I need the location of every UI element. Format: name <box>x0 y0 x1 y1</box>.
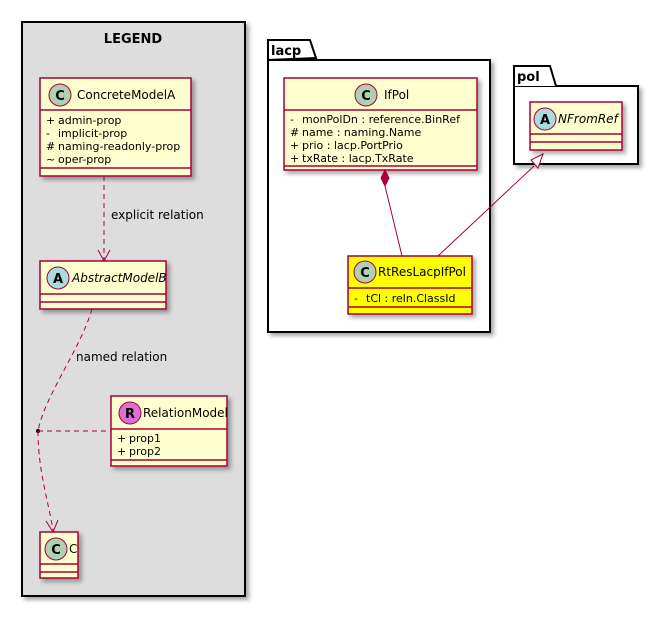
stereotype-letter: C <box>360 266 370 281</box>
stereotype-letter: R <box>125 407 135 422</box>
relation-generalization <box>437 152 544 257</box>
abstract-stereotype-icon <box>46 266 70 290</box>
visibility-icon: - <box>46 127 50 140</box>
class-ifpol: C IfPol - monPolDn : reference.BinRef # … <box>283 77 478 171</box>
class-stereotype-icon <box>44 537 68 561</box>
class-relation-model: R RelationModel + prop1 + prop2 <box>110 395 228 467</box>
package-pol-name: pol <box>517 70 540 85</box>
class-stereotype-icon <box>48 83 72 107</box>
class-prop: tCl : reln.ClassId <box>366 292 456 305</box>
relation-label-explicit: explicit relation <box>111 208 204 222</box>
class-prop: name : naming.Name <box>302 126 422 139</box>
abstract-stereotype-icon <box>533 107 557 131</box>
relation-stereotype-icon <box>118 401 142 425</box>
class-prop: txRate : lacp.TxRate <box>302 152 414 165</box>
class-stereotype-icon <box>353 260 377 284</box>
class-name: NFromRef <box>558 112 620 126</box>
class-abstract-model-b: A AbstractModelB <box>39 260 167 310</box>
stereotype-letter: A <box>540 113 550 128</box>
class-nfromref: A NFromRef <box>529 101 623 151</box>
visibility-icon: + <box>290 139 299 152</box>
class-prop: oper-prop <box>58 153 111 166</box>
class-name: IfPol <box>384 88 409 102</box>
visibility-icon: ~ <box>46 153 55 166</box>
class-prop: admin-prop <box>58 114 121 127</box>
class-concrete-model-a: C ConcreteModelA + admin-prop - implicit… <box>39 77 192 177</box>
class-name: ConcreteModelA <box>77 88 176 102</box>
generalization-arrow <box>530 152 544 169</box>
legend-title: LEGEND <box>104 32 163 47</box>
visibility-icon: - <box>290 113 294 126</box>
package-lacp-name: lacp <box>271 44 301 59</box>
visibility-icon: - <box>354 292 358 305</box>
class-name: RelationModel <box>143 406 228 420</box>
class-c: C C <box>39 531 79 579</box>
visibility-icon: + <box>117 445 126 458</box>
class-prop: implicit-prop <box>58 127 127 140</box>
relation-named: named relation <box>36 308 167 534</box>
visibility-icon: # <box>46 140 55 153</box>
class-rtreslacpifpol: C RtResLacpIfPol - tCl : reln.ClassId <box>347 255 473 315</box>
relation-label-named: named relation <box>76 350 167 364</box>
visibility-icon: + <box>46 114 55 127</box>
stereotype-letter: C <box>55 89 65 104</box>
class-prop: prop2 <box>129 445 161 458</box>
class-name: C <box>69 542 77 556</box>
class-prop: monPolDn : reference.BinRef <box>302 113 461 126</box>
class-name: AbstractModelB <box>71 271 167 285</box>
class-prop: naming-readonly-prop <box>58 140 180 153</box>
visibility-icon: # <box>290 126 299 139</box>
stereotype-letter: C <box>51 543 61 558</box>
class-prop: prio : lacp.PortPrio <box>302 139 403 152</box>
stereotype-letter: A <box>53 272 63 287</box>
stereotype-letter: C <box>361 89 371 104</box>
visibility-icon: + <box>290 152 299 165</box>
relation-composition <box>380 168 403 257</box>
class-name: RtResLacpIfPol <box>378 265 466 279</box>
class-prop: prop1 <box>129 432 161 445</box>
visibility-icon: + <box>117 432 126 445</box>
class-stereotype-icon <box>354 83 378 107</box>
